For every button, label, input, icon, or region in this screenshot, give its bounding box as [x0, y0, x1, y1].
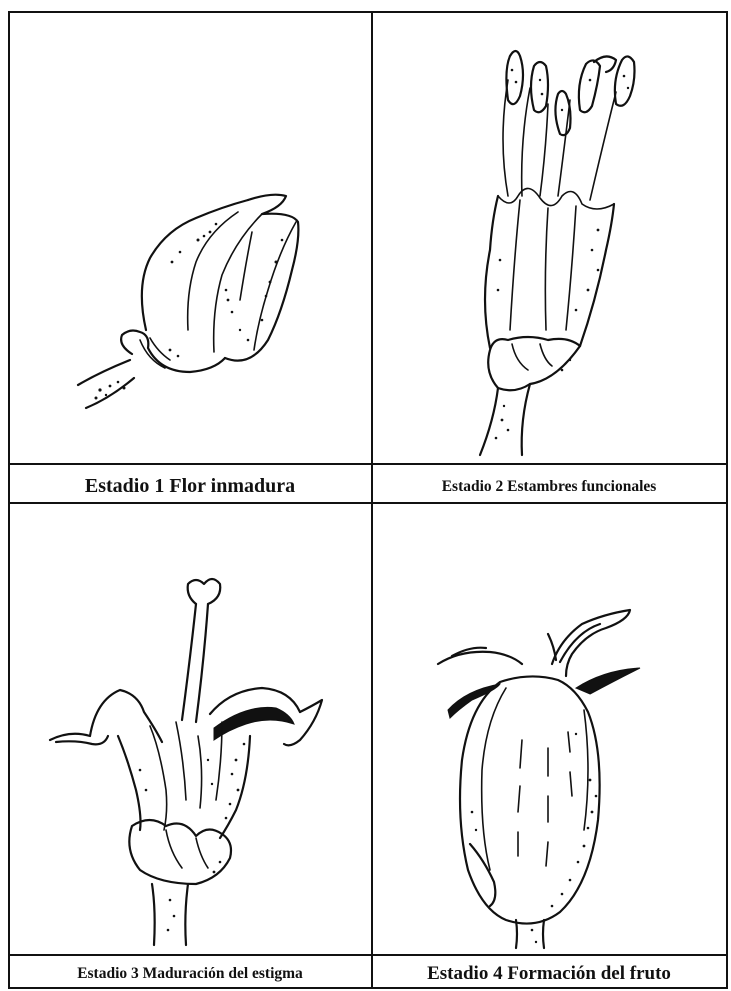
- stage-3-stigma-illustration: [50, 579, 322, 945]
- stage-1-bud-illustration: [78, 195, 298, 408]
- figure-frame: [9, 12, 727, 988]
- stage-3-caption: Estadio 3 Maduración del estigma: [77, 965, 303, 982]
- stage-2-caption: Estadio 2 Estambres funcionales: [442, 478, 657, 495]
- stage-4-caption: Estadio 4 Formación del fruto: [427, 963, 671, 984]
- stage-4-fruit-illustration: [438, 610, 640, 948]
- stage-2-stamens-illustration: [480, 51, 635, 455]
- stage-1-caption: Estadio 1 Flor inmadura: [85, 475, 295, 497]
